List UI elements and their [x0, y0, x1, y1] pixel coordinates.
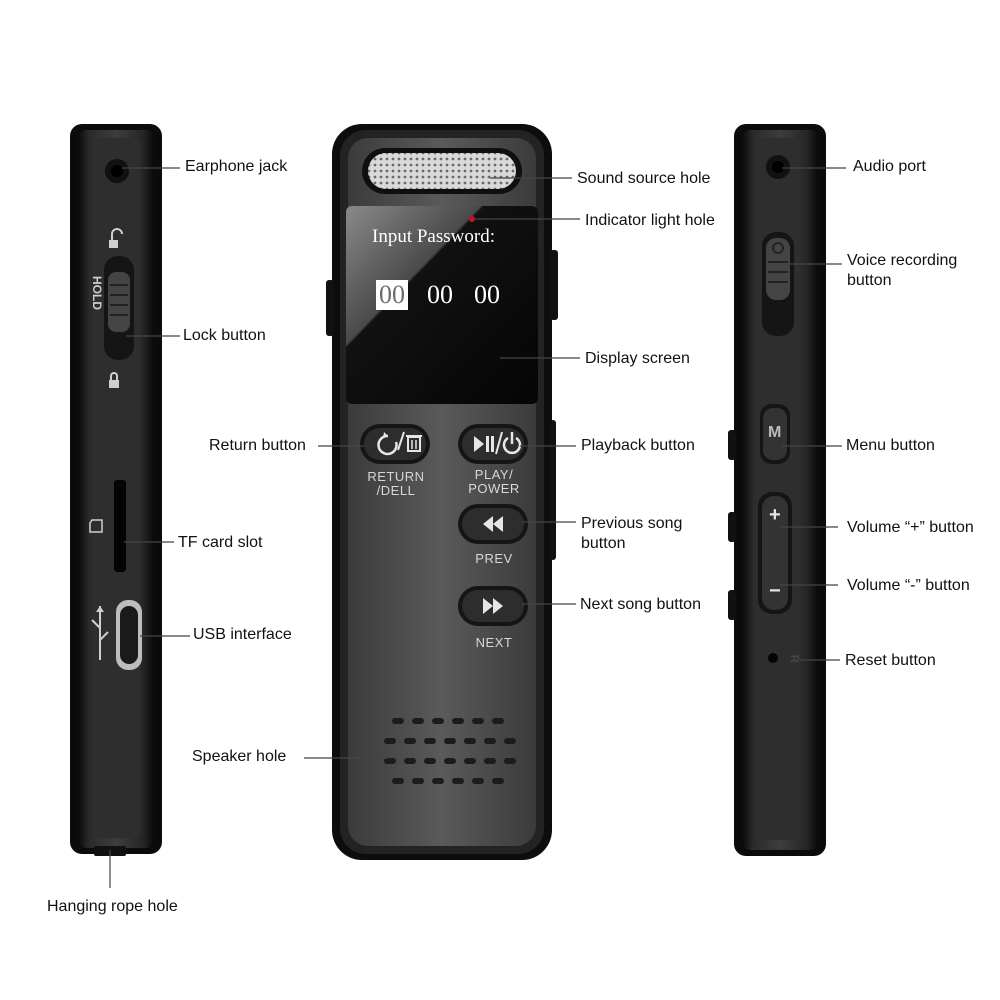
- callout-sound-source-hole: Sound source hole: [577, 170, 711, 187]
- indicator-light: [469, 216, 475, 222]
- sd-card-icon: [89, 519, 103, 533]
- callout-earphone-jack: Earphone jack: [185, 158, 288, 175]
- speaker-slot: [452, 718, 464, 724]
- audio-port: [766, 155, 790, 179]
- callout-hanging-rope-hole: Hanging rope hole: [47, 898, 178, 915]
- front-view: [326, 124, 558, 860]
- callout-volume-minus-button: Volume “-” button: [847, 577, 970, 594]
- speaker-slot: [424, 758, 436, 764]
- callout-volume-plus-button: Volume “+” button: [847, 519, 974, 536]
- voice-recording-switch[interactable]: [762, 232, 794, 336]
- earphone-jack: [105, 159, 129, 183]
- callout-menu-button: Menu button: [846, 437, 935, 454]
- play-button-label: PLAY/ POWER: [468, 467, 520, 496]
- speaker-slot: [472, 778, 484, 784]
- screen-title: Input Password:: [372, 226, 495, 247]
- speaker-slot: [492, 718, 504, 724]
- play-power-button[interactable]: [458, 424, 528, 464]
- speaker-slot: [444, 738, 456, 744]
- speaker-slot: [412, 778, 424, 784]
- display-screen: [346, 206, 538, 404]
- speaker-slot: [424, 738, 436, 744]
- menu-button-letter: M: [768, 424, 782, 441]
- callout-return-button: Return button: [209, 437, 306, 454]
- callout-usb-interface: USB interface: [193, 626, 292, 643]
- volume-rocker[interactable]: [758, 492, 792, 614]
- speaker-slot: [484, 758, 496, 764]
- speaker-slot: [432, 718, 444, 724]
- speaker-slot: [452, 778, 464, 784]
- usb-icon: [91, 606, 109, 660]
- speaker-slot: [464, 738, 476, 744]
- callout-speaker-hole: Speaker hole: [192, 748, 287, 765]
- callout-audio-port: Audio port: [853, 158, 926, 175]
- password-digits-1: 00: [376, 280, 408, 310]
- callout-playback-button: Playback button: [581, 437, 695, 454]
- tf-card-slot[interactable]: [114, 480, 126, 572]
- right-side-view: [728, 124, 826, 856]
- next-button-label: NEXT: [475, 635, 513, 650]
- speaker-slot: [444, 758, 456, 764]
- left-side-view: [70, 124, 162, 856]
- speaker-slot: [392, 718, 404, 724]
- speaker-slot: [504, 758, 516, 764]
- next-button[interactable]: [458, 586, 528, 626]
- hold-label: HOLD: [90, 276, 104, 310]
- password-digits-2: 00: [427, 280, 453, 309]
- callout-next-song-button: Next song button: [580, 596, 701, 613]
- password-digits-3: 00: [474, 280, 500, 309]
- volume-plus-sign: +: [769, 504, 781, 526]
- menu-side-button[interactable]: [760, 404, 790, 464]
- prev-button-label: PREV: [475, 551, 513, 566]
- usb-port[interactable]: [116, 600, 142, 670]
- return-button-label: RETURN /DELL: [367, 469, 425, 498]
- speaker-slot: [384, 758, 396, 764]
- callout-lock-button: Lock button: [183, 327, 266, 344]
- reset-hole[interactable]: [768, 653, 778, 663]
- volume-minus-sign: −: [769, 580, 781, 602]
- speaker-slot: [492, 778, 504, 784]
- speaker-slot: [504, 738, 516, 744]
- lock-icon: [109, 372, 119, 388]
- microphone-grill: [362, 148, 522, 194]
- callout-display-screen: Display screen: [585, 350, 690, 367]
- callout-tf-card-slot: TF card slot: [178, 534, 263, 551]
- speaker-slot: [484, 738, 496, 744]
- callout-indicator-light-hole: Indicator light hole: [585, 212, 715, 229]
- hold-switch[interactable]: [104, 256, 134, 360]
- speaker-slot: [384, 738, 396, 744]
- speaker-slot: [412, 718, 424, 724]
- prev-button[interactable]: [458, 504, 528, 544]
- speaker-slot: [432, 778, 444, 784]
- speaker-slot: [392, 778, 404, 784]
- speaker-slot: [404, 758, 416, 764]
- reset-letter: R: [787, 654, 802, 664]
- speaker-slot: [404, 738, 416, 744]
- callout-reset-button: Reset button: [845, 652, 936, 669]
- leader-lines: [109, 167, 846, 888]
- return-button[interactable]: [360, 424, 430, 464]
- callout-voice-recording-button: Voice recording button: [847, 252, 958, 289]
- speaker-slot: [472, 718, 484, 724]
- speaker-grill: [384, 718, 516, 784]
- callout-previous-song-button: Previous song button: [581, 515, 683, 552]
- speaker-slot: [464, 758, 476, 764]
- unlock-icon: [109, 228, 123, 248]
